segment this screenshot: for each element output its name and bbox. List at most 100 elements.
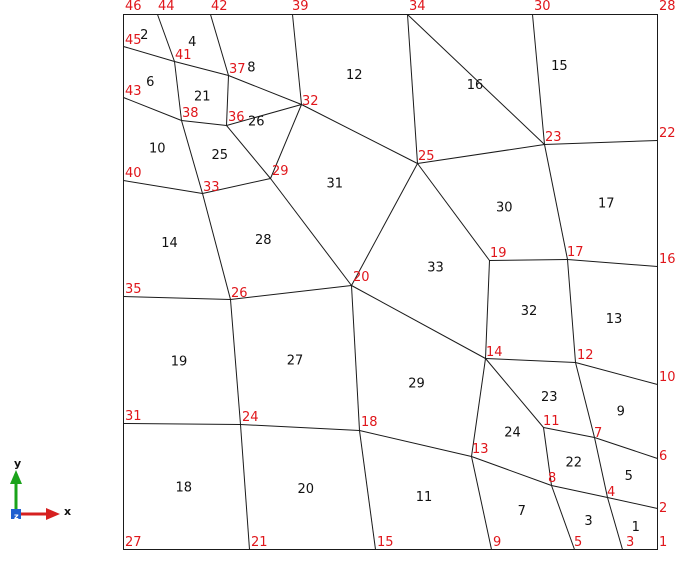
mesh-edge [181, 120, 227, 126]
node-label-13: 13 [472, 442, 489, 457]
node-label-5: 5 [574, 535, 582, 550]
node-label-38: 38 [182, 106, 199, 121]
mesh-edge [226, 125, 271, 179]
mesh-edge [123, 97, 182, 121]
mesh-edge [292, 14, 302, 105]
mesh-edge [543, 427, 595, 438]
node-label-17: 17 [567, 245, 584, 260]
mesh-edge [270, 104, 302, 179]
node-label-36: 36 [228, 110, 245, 125]
element-label-9: 9 [617, 404, 625, 419]
element-label-31: 31 [326, 177, 343, 192]
element-label-3: 3 [584, 514, 592, 529]
element-label-32: 32 [521, 304, 538, 319]
mesh-edge [240, 424, 360, 431]
node-label-23: 23 [545, 130, 562, 145]
node-label-9: 9 [493, 535, 501, 550]
node-label-40: 40 [125, 166, 142, 181]
node-label-6: 6 [659, 449, 667, 464]
mesh-edge [407, 14, 545, 145]
node-label-1: 1 [659, 535, 667, 550]
mesh-edge [226, 75, 229, 126]
mesh-edge [417, 163, 490, 261]
mesh-edge [544, 144, 568, 260]
axis-triad: y x z [10, 457, 71, 521]
node-label-37: 37 [229, 62, 246, 77]
mesh-edge [485, 260, 490, 359]
mesh-edge [594, 437, 658, 459]
element-label-30: 30 [496, 201, 513, 216]
node-label-14: 14 [486, 345, 503, 360]
element-label-4: 4 [188, 35, 196, 50]
node-label-20: 20 [353, 270, 370, 285]
node-label-34: 34 [409, 0, 426, 14]
element-label-8: 8 [247, 60, 255, 75]
element-label-1: 1 [632, 520, 640, 535]
element-label-33: 33 [427, 261, 444, 276]
element-label-29: 29 [408, 376, 425, 391]
mesh-edge [226, 104, 302, 126]
mesh-edge [417, 144, 545, 164]
element-label-25: 25 [211, 148, 228, 163]
node-label-25: 25 [418, 149, 435, 164]
y-axis-arrow-head [10, 470, 22, 484]
mesh-edge [230, 285, 352, 300]
mesh-edge [607, 497, 658, 509]
node-label-45: 45 [125, 33, 142, 48]
x-axis-label: x [64, 505, 71, 518]
mesh-edge [157, 14, 175, 62]
node-label-3: 3 [626, 535, 634, 550]
mesh-edge [174, 61, 229, 76]
element-label-11: 11 [416, 490, 433, 505]
node-label-22: 22 [659, 126, 676, 141]
node-label-35: 35 [125, 282, 142, 297]
node-label-31: 31 [125, 409, 142, 424]
node-label-29: 29 [272, 164, 289, 179]
node-label-43: 43 [125, 84, 142, 99]
mesh-edge [202, 193, 231, 300]
mesh-edge [351, 285, 486, 359]
node-label-39: 39 [292, 0, 309, 14]
node-label-21: 21 [251, 535, 268, 550]
node-label-18: 18 [361, 415, 378, 430]
node-label-27: 27 [125, 535, 142, 550]
node-label-19: 19 [490, 246, 507, 261]
mesh-edge [607, 497, 623, 550]
mesh-edge [575, 362, 658, 385]
element-label-23: 23 [541, 390, 558, 405]
z-axis-marker [11, 509, 21, 519]
node-label-7: 7 [594, 426, 602, 441]
mesh-edge [471, 456, 552, 486]
mesh-edge [123, 180, 203, 194]
node-label-11: 11 [543, 414, 560, 429]
mesh-edge [351, 163, 418, 286]
mesh-edge [471, 358, 486, 457]
element-labels: 1234567891011121314151617181920212223242… [140, 28, 640, 535]
element-label-6: 6 [146, 75, 154, 90]
element-label-7: 7 [518, 504, 526, 519]
element-label-20: 20 [297, 482, 314, 497]
element-label-24: 24 [504, 426, 521, 441]
mesh-edge [351, 285, 360, 431]
mesh-edge [270, 178, 352, 286]
node-labels: 1234567891011121314151617181920212223242… [125, 0, 676, 550]
node-label-2: 2 [659, 501, 667, 516]
mesh-edge [567, 259, 658, 267]
node-label-10: 10 [659, 370, 676, 385]
mesh-edge [230, 299, 241, 425]
element-label-2: 2 [140, 28, 148, 43]
node-label-42: 42 [211, 0, 228, 14]
element-label-17: 17 [598, 196, 615, 211]
mesh-edge [567, 259, 576, 363]
node-label-26: 26 [231, 286, 248, 301]
node-label-32: 32 [302, 94, 319, 109]
mesh-edge [240, 424, 250, 550]
element-label-21: 21 [194, 89, 211, 104]
element-label-12: 12 [346, 68, 363, 83]
node-label-12: 12 [577, 348, 594, 363]
x-axis-arrow-head [46, 508, 60, 520]
node-label-33: 33 [203, 180, 220, 195]
element-label-19: 19 [171, 355, 188, 370]
element-label-15: 15 [551, 59, 568, 74]
